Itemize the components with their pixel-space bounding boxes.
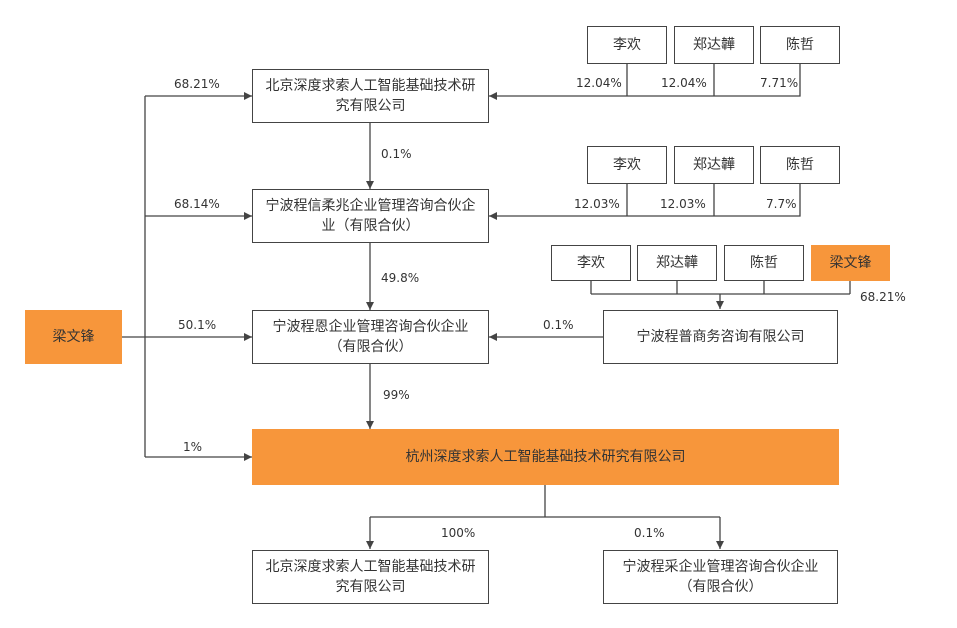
pct-zheng-bj1: 12.04% — [661, 76, 707, 90]
pct-liang-en: 50.1% — [178, 318, 217, 332]
person-liang-wenfeng-2: 梁文锋 — [811, 245, 890, 281]
edge-hz-subs — [370, 485, 720, 518]
pct-li-bj1: 12.04% — [576, 76, 622, 90]
person-li-huan-2: 李欢 — [587, 146, 667, 184]
edge-liang-trunk — [122, 96, 146, 457]
person-zheng-dawei-2: 郑达韡 — [674, 146, 754, 184]
pct-xin-en: 49.8% — [381, 271, 420, 285]
pct-li-xin: 12.03% — [574, 197, 620, 211]
person-chen-zhe-3: 陈哲 — [724, 245, 804, 281]
pct-en-hz: 99% — [383, 388, 410, 402]
person-zheng-dawei-3: 郑达韡 — [637, 245, 717, 281]
node-ningbo-chengcai: 宁波程采企业管理咨询合伙企业（有限合伙） — [603, 550, 838, 604]
edge-row3-persons-pu — [590, 281, 851, 295]
pct-liang2-pu: 68.21% — [860, 290, 906, 304]
pct-chen-bj1: 7.71% — [760, 76, 799, 90]
pct-bj1-xin: 0.1% — [381, 147, 412, 161]
node-ningbo-chengen: 宁波程恩企业管理咨询合伙企业（有限合伙） — [252, 310, 489, 364]
pct-chen-xin: 7.7% — [766, 197, 797, 211]
person-chen-zhe-2: 陈哲 — [760, 146, 840, 184]
person-liang-wenfeng: 梁文锋 — [25, 310, 122, 364]
edge-row1-persons-bj1 — [489, 64, 801, 96]
person-li-huan-1: 李欢 — [587, 26, 667, 64]
person-chen-zhe-1: 陈哲 — [760, 26, 840, 64]
pct-hz-cai: 0.1% — [634, 526, 665, 540]
pct-zheng-xin: 12.03% — [660, 197, 706, 211]
pct-liang-xin: 68.14% — [174, 197, 220, 211]
pct-liang-hz: 1% — [183, 440, 203, 454]
person-li-huan-3: 李欢 — [551, 245, 631, 281]
pct-liang-bj1: 68.21% — [174, 77, 220, 91]
node-beijing-deepseek-2: 北京深度求索人工智能基础技术研究有限公司 — [252, 550, 489, 604]
person-zheng-dawei-1: 郑达韡 — [674, 26, 754, 64]
pct-hz-bj2: 100% — [441, 526, 476, 540]
node-beijing-deepseek-1: 北京深度求索人工智能基础技术研究有限公司 — [252, 69, 489, 123]
edge-row2-persons-xin — [489, 184, 801, 216]
node-ningbo-chengxin: 宁波程信柔兆企业管理咨询合伙企业（有限合伙） — [252, 189, 489, 243]
pct-pu-en: 0.1% — [543, 318, 574, 332]
node-hangzhou-deepseek: 杭州深度求索人工智能基础技术研究有限公司 — [252, 429, 839, 485]
node-ningbo-chengpu: 宁波程普商务咨询有限公司 — [603, 310, 838, 364]
